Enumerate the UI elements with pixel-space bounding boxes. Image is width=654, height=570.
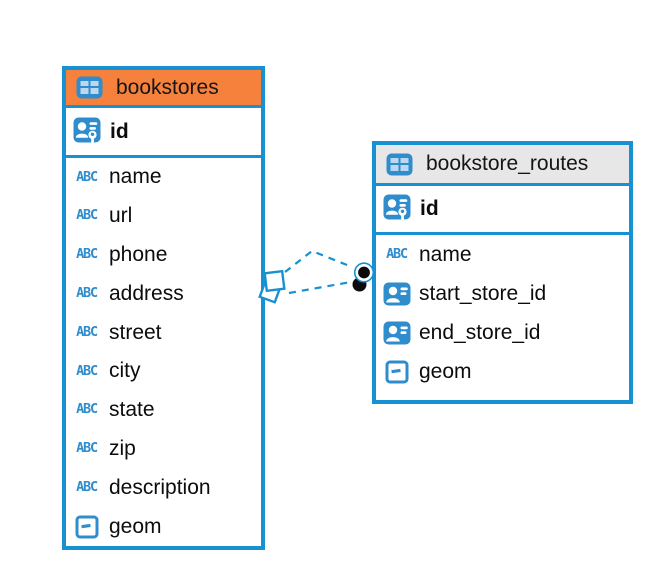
table-title: bookstores xyxy=(116,75,219,99)
column-row-zip[interactable]: ABC zip xyxy=(66,430,261,469)
column-row-geom[interactable]: geom xyxy=(66,507,261,546)
column-name: address xyxy=(109,281,184,305)
column-name: name xyxy=(419,242,472,266)
column-row-url[interactable]: ABC url xyxy=(66,197,261,236)
table-title: bookstore_routes xyxy=(426,152,589,175)
column-name: phone xyxy=(109,242,168,266)
pk-row-id[interactable]: id xyxy=(66,108,261,158)
column-row-city[interactable]: ABC city xyxy=(66,352,261,391)
text-column-icon: ABC xyxy=(76,323,98,340)
column-row-address[interactable]: ABC address xyxy=(66,274,261,313)
column-row-street[interactable]: ABC street xyxy=(66,313,261,352)
column-row-start-store-id[interactable]: start_store_id xyxy=(376,274,629,313)
column-row-state[interactable]: ABC state xyxy=(66,391,261,430)
text-column-icon: ABC xyxy=(76,285,98,302)
table-bookstores[interactable]: bookstores id ABC xyxy=(62,66,265,550)
column-list: ABC name ABC url ABC phone ABC address A… xyxy=(66,158,261,546)
column-row-end-store-id[interactable]: end_store_id xyxy=(376,313,629,352)
column-name: url xyxy=(109,204,133,228)
column-name: geom xyxy=(109,514,162,538)
text-column-icon: ABC xyxy=(76,479,98,496)
geometry-column-icon xyxy=(381,360,412,384)
column-name: city xyxy=(109,359,141,383)
column-row-name[interactable]: ABC name xyxy=(376,235,629,274)
table-icon xyxy=(74,76,105,99)
relationship-diamond-marker[interactable] xyxy=(258,269,286,304)
person-column-icon xyxy=(381,321,412,345)
text-column-icon: ABC xyxy=(76,246,98,263)
column-row-name[interactable]: ABC name xyxy=(66,158,261,197)
column-row-phone[interactable]: ABC phone xyxy=(66,236,261,275)
table-header-bookstores[interactable]: bookstores xyxy=(66,70,261,108)
column-row-geom[interactable]: geom xyxy=(376,352,629,391)
table-icon xyxy=(384,153,415,176)
column-name: street xyxy=(109,320,162,344)
column-name: description xyxy=(109,475,211,499)
relationship-line[interactable] xyxy=(284,249,353,295)
pk-name: id xyxy=(420,197,439,220)
pk-name: id xyxy=(110,119,129,143)
column-name: zip xyxy=(109,436,136,460)
relationship-dot-marker[interactable] xyxy=(352,262,375,292)
text-column-icon: ABC xyxy=(76,168,98,185)
column-name: name xyxy=(109,165,162,189)
column-row-description[interactable]: ABC description xyxy=(66,468,261,507)
text-column-icon: ABC xyxy=(76,401,98,418)
column-name: start_store_id xyxy=(419,281,547,305)
column-name: geom xyxy=(419,359,472,383)
text-column-icon: ABC xyxy=(76,440,98,457)
text-column-icon: ABC xyxy=(76,362,98,379)
person-column-icon xyxy=(381,282,412,306)
column-name: end_store_id xyxy=(419,320,541,344)
pk-row-id[interactable]: id xyxy=(376,186,629,235)
primary-key-icon xyxy=(71,117,102,147)
text-column-icon: ABC xyxy=(386,245,408,262)
primary-key-icon xyxy=(381,194,412,224)
geometry-column-icon xyxy=(71,515,102,539)
table-bookstore-routes[interactable]: bookstore_routes id ABC xyxy=(372,141,633,404)
table-header-bookstore-routes[interactable]: bookstore_routes xyxy=(376,145,629,186)
column-list: ABC name start_store_id xyxy=(376,235,629,391)
column-name: state xyxy=(109,398,155,422)
text-column-icon: ABC xyxy=(76,207,98,224)
